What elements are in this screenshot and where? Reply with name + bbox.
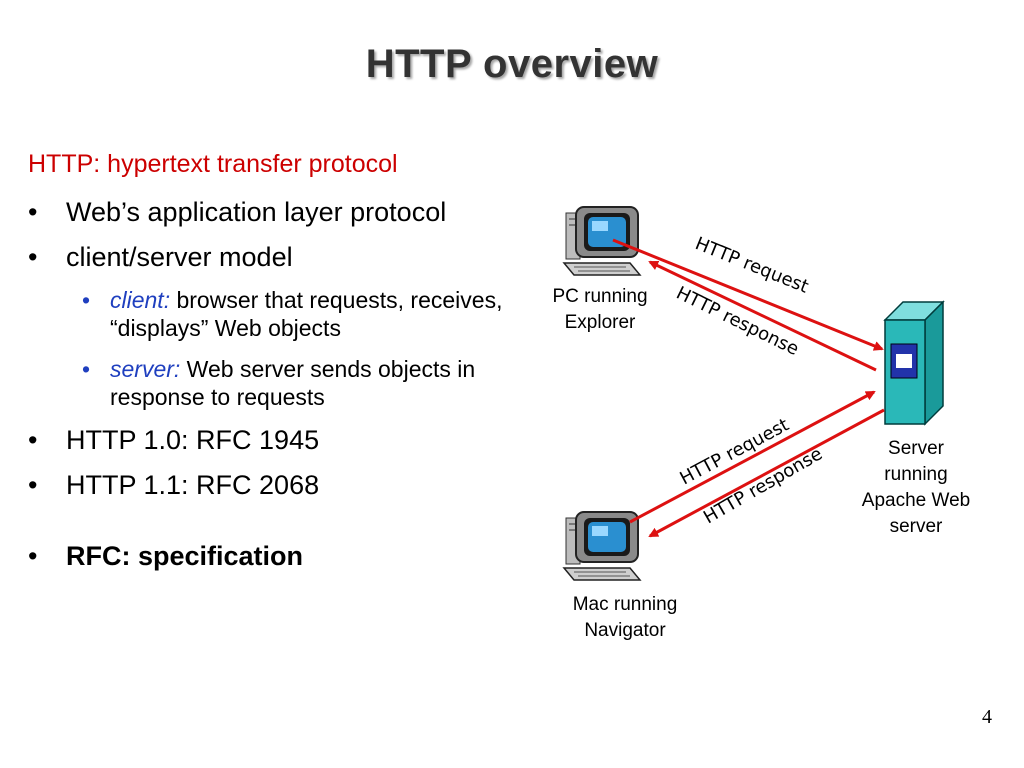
bullet-dot: • — [28, 242, 38, 272]
mac-computer-icon — [562, 511, 642, 581]
subbullet-dot: • — [82, 356, 91, 382]
mac-label-line1: Mac running — [572, 594, 678, 615]
pc-computer-icon — [562, 206, 642, 276]
bullet-dot: • — [28, 470, 38, 500]
mac-label: Mac running Navigator — [555, 592, 695, 644]
bullet-dot: • — [28, 541, 38, 571]
page-title: HTTP overview — [365, 42, 659, 86]
client-term: client: — [110, 287, 171, 313]
subbullet-client: • client: browser that requests, receive… — [28, 286, 548, 342]
bullet-dot: • — [28, 425, 38, 455]
top-response-arrow — [648, 260, 877, 372]
page-number: 4 — [982, 706, 992, 728]
server-icon — [883, 300, 945, 426]
section-heading: HTTP: hypertext transfer protocol — [28, 150, 398, 178]
server-description: Web server sends objects in response to … — [110, 356, 476, 410]
bullet-dot: • — [28, 197, 38, 227]
server-label-line1: Server — [888, 438, 944, 459]
pc-label-line2: Explorer — [564, 312, 636, 333]
top-request-label: HTTP request — [692, 233, 811, 298]
top-response-label: HTTP response — [673, 283, 802, 360]
server-label-line2: running — [884, 464, 948, 485]
pc-label: PC running Explorer — [535, 284, 665, 336]
bottom-request-arrow — [629, 390, 876, 524]
bullet-list: • Web’s application layer protocol • cli… — [28, 196, 548, 585]
top-request-arrow — [612, 238, 884, 351]
bullet-text: Web’s application layer protocol — [66, 197, 447, 227]
bullet-http11: • HTTP 1.1: RFC 2068 — [28, 469, 548, 501]
pc-label-line1: PC running — [552, 286, 648, 307]
bullet-app-layer: • Web’s application layer protocol — [28, 196, 548, 228]
server-label: Server running Apache Web server — [846, 436, 986, 540]
mac-label-line2: Navigator — [584, 620, 666, 641]
bullet-text: HTTP 1.1: RFC 2068 — [66, 470, 320, 500]
bullet-rfc: • RFC: specification — [28, 540, 548, 572]
subbullet-dot: • — [82, 287, 91, 313]
bullet-http10: • HTTP 1.0: RFC 1945 — [28, 424, 548, 456]
bullet-client-server: • client/server model — [28, 241, 548, 273]
bullet-text: client/server model — [66, 242, 293, 272]
server-label-line4: server — [889, 516, 943, 537]
client-description: browser that requests, receives, “displa… — [110, 287, 503, 341]
bottom-response-arrow — [648, 408, 885, 538]
bullet-text: RFC: specification — [66, 541, 304, 571]
server-term: server: — [110, 356, 181, 382]
subbullet-server: • server: Web server sends objects in re… — [28, 355, 548, 411]
server-label-line3: Apache Web — [861, 490, 971, 511]
bullet-text: HTTP 1.0: RFC 1945 — [66, 425, 320, 455]
